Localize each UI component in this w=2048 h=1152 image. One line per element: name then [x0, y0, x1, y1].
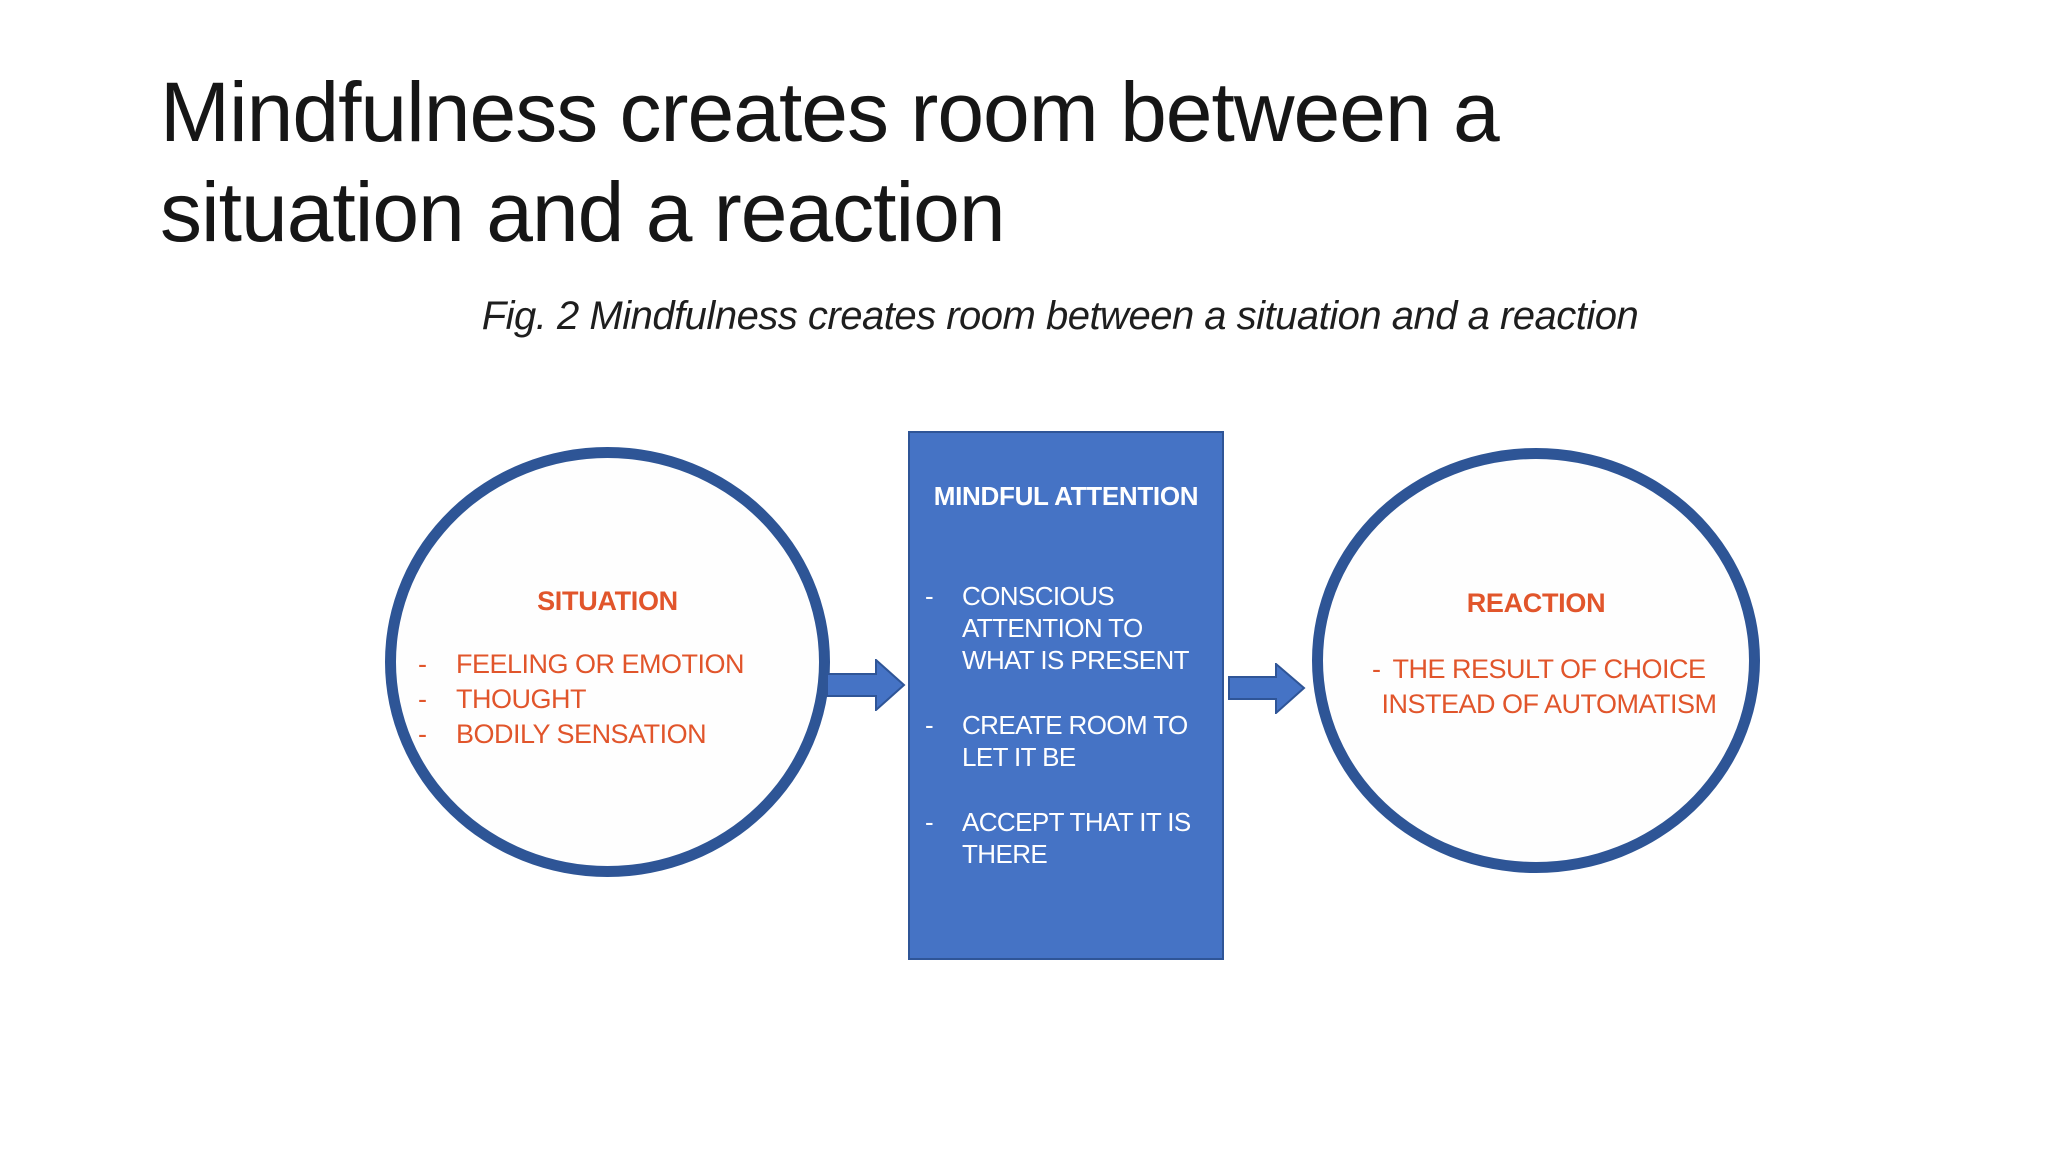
- flow-arrow-right-icon: [1228, 663, 1306, 714]
- slide-title: Mindfulness creates room between a situa…: [160, 62, 1760, 262]
- list-item: - THOUGHT: [418, 682, 744, 717]
- flow-arrow-left-icon: [826, 659, 906, 711]
- list-item-label: ACCEPT THAT IT IS THERE: [962, 807, 1191, 869]
- dash-bullet: -: [418, 684, 427, 714]
- list-item: - ACCEPT THAT IT IS THERE: [925, 806, 1215, 870]
- slide-title-line-1: Mindfulness creates room between a: [160, 65, 1500, 159]
- list-item-line: INSTEAD OF AUTOMATISM: [1381, 689, 1717, 719]
- reaction-list-item: THE RESULT OF CHOICE INSTEAD OF AUTOMATI…: [1359, 652, 1739, 722]
- dash-bullet: -: [1372, 654, 1381, 684]
- list-item-line: THE RESULT OF CHOICE: [1392, 654, 1706, 684]
- list-item-label: CONSCIOUS ATTENTION TO WHAT IS PRESENT: [962, 581, 1190, 675]
- dash-bullet: -: [925, 710, 934, 740]
- list-item: - BODILY SENSATION: [418, 717, 744, 752]
- mindful-attention-heading: MINDFUL ATTENTION: [933, 481, 1199, 511]
- dash-bullet: -: [418, 649, 427, 679]
- figure-caption: Fig. 2 Mindfulness creates room between …: [481, 294, 1639, 338]
- reaction-heading: REACTION: [1466, 588, 1606, 618]
- list-item-label: CREATE ROOM TO LET IT BE: [962, 710, 1188, 772]
- situation-heading: SITUATION: [537, 586, 678, 616]
- list-item-label: FEELING OR EMOTION: [456, 649, 745, 679]
- list-item: - FEELING OR EMOTION: [418, 647, 745, 682]
- dash-bullet: -: [925, 581, 934, 611]
- list-item-label: THOUGHT: [456, 684, 586, 714]
- list-item-label: BODILY SENSATION: [456, 719, 707, 749]
- list-item: - CREATE ROOM TO LET IT BE: [925, 709, 1215, 773]
- dash-bullet: -: [925, 807, 934, 837]
- mindful-attention-box: [908, 431, 1224, 960]
- situation-list: - FEELING OR EMOTION - THOUGHT - BODILY …: [418, 647, 745, 752]
- slide-title-line-2: situation and a reaction: [160, 165, 1006, 259]
- reaction-circle: [1312, 448, 1760, 873]
- situation-circle: [385, 447, 830, 877]
- mindful-attention-list: - CONSCIOUS ATTENTION TO WHAT IS PRESENT…: [925, 580, 1215, 903]
- list-item: - CONSCIOUS ATTENTION TO WHAT IS PRESENT: [925, 580, 1215, 676]
- dash-bullet: -: [418, 719, 427, 749]
